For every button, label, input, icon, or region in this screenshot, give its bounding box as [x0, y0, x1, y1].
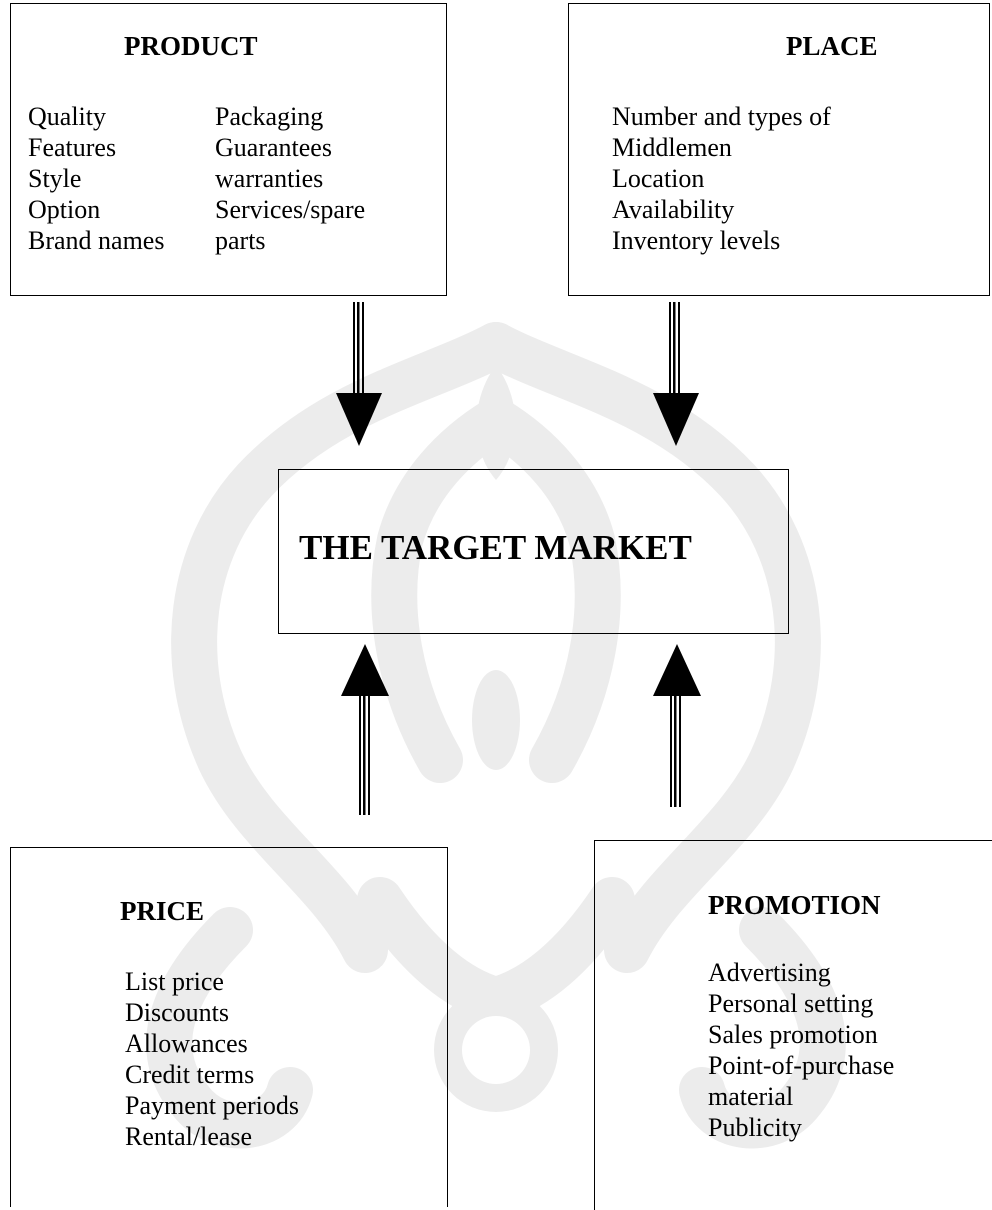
product-title: PRODUCT — [124, 31, 258, 61]
list-item: Personal setting — [708, 989, 874, 1018]
list-item: Credit terms — [125, 1060, 255, 1089]
list-item: material — [708, 1082, 794, 1111]
place-list: Number and types of Middlemen Location A… — [612, 101, 831, 256]
list-item: warranties — [215, 164, 324, 193]
list-item: List price — [125, 967, 224, 996]
target-market-box: THE TARGET MARKET — [278, 469, 789, 634]
list-item: Brand names — [28, 226, 165, 255]
promotion-box: PROMOTION Advertising Personal setting S… — [594, 840, 992, 1210]
list-item: Publicity — [708, 1113, 802, 1142]
arrow-place-to-target-icon — [653, 302, 699, 446]
list-item: Services/spare — [215, 195, 366, 224]
arrow-product-to-target-icon — [336, 302, 382, 446]
list-item: Number and types of — [612, 102, 831, 131]
target-market-title: THE TARGET MARKET — [299, 528, 692, 567]
list-item: Quality — [28, 102, 106, 131]
list-item: Discounts — [125, 998, 229, 1027]
list-item: Middlemen — [612, 133, 732, 162]
product-list-col-2: Packaging Guarantees warranties Services… — [215, 101, 365, 256]
list-item: Advertising — [708, 958, 831, 987]
list-item: Payment periods — [125, 1091, 300, 1120]
list-item: Rental/lease — [125, 1122, 253, 1151]
list-item: Availability — [612, 195, 735, 224]
arrow-promotion-to-target-icon — [653, 644, 701, 807]
arrow-price-to-target-icon — [341, 644, 389, 815]
list-item: Features — [28, 133, 117, 162]
price-box: PRICE List price Discounts Allowances Cr… — [10, 847, 448, 1207]
list-item: parts — [215, 226, 266, 255]
list-item: Option — [28, 195, 101, 224]
list-item: Guarantees — [215, 133, 332, 162]
promotion-list: Advertising Personal setting Sales promo… — [708, 957, 894, 1143]
product-list-col-1: Quality Features Style Option Brand name… — [28, 101, 164, 256]
price-list: List price Discounts Allowances Credit t… — [125, 966, 299, 1152]
list-item: Point-of-purchase — [708, 1051, 895, 1080]
list-item: Packaging — [215, 102, 324, 131]
list-item: Sales promotion — [708, 1020, 878, 1049]
price-title: PRICE — [120, 896, 205, 926]
list-item: Allowances — [125, 1029, 248, 1058]
list-item: Inventory levels — [612, 226, 781, 255]
list-item: Style — [28, 164, 82, 193]
product-box: PRODUCT Quality Features Style Option Br… — [10, 3, 447, 296]
place-title: PLACE — [786, 31, 878, 61]
place-box: PLACE Number and types of Middlemen Loca… — [568, 3, 990, 296]
promotion-title: PROMOTION — [708, 890, 881, 920]
list-item: Location — [612, 164, 705, 193]
